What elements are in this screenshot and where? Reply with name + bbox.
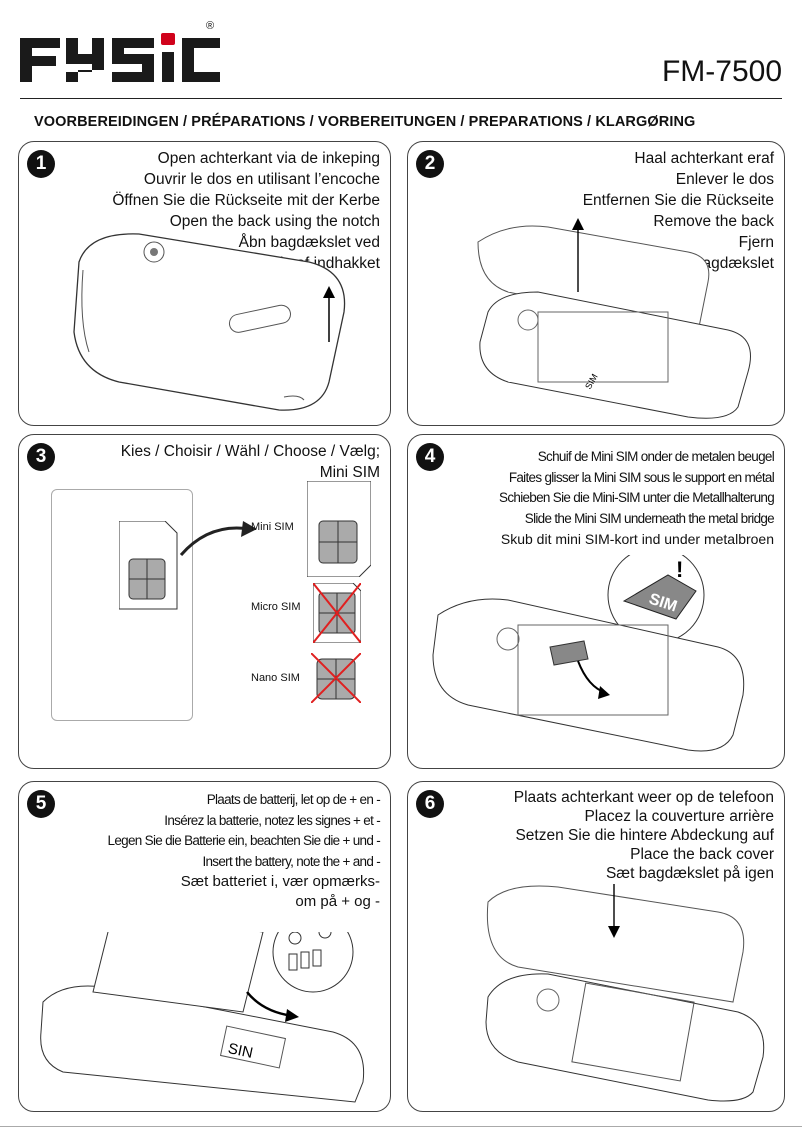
step-3-panel: 3 Kies / Choisir / Wähl / Choose / Vælg;… [18, 434, 391, 769]
replace-cover-illustration [485, 884, 765, 1102]
instruction-line: Placez la couverture arrière [584, 808, 774, 825]
svg-text:!: ! [676, 557, 683, 582]
remove-cover-illustration: SIM [477, 218, 751, 419]
step-1-panel: 1 Open achterkant via de inkeping Ouvrir… [18, 141, 391, 426]
insert-battery-illustration: SIN [40, 932, 365, 1103]
page-footer-rule [0, 1126, 802, 1127]
instruction-line: Entfernen Sie die Rückseite [582, 192, 774, 209]
instruction-line: Ouvrir le dos en utilisant l’encoche [143, 171, 380, 188]
instruction-line: bagdækslet [693, 255, 774, 272]
instruction-line: Remove the back [653, 213, 774, 230]
phone-back-illustration [73, 233, 346, 411]
sim-card-in-tray [119, 521, 178, 610]
instruction-line: Kies / Choisir / Wähl / Choose / Vælg; [120, 443, 380, 460]
nano-sim-card [311, 653, 361, 703]
instruction-line: Slide the Mini SIM underneath the metal … [524, 510, 775, 526]
instruction-line: Fjern [738, 234, 774, 251]
step-6-panel: 6 Plaats achterkant weer op de telefoon … [407, 781, 785, 1112]
insertion-arrow [179, 521, 257, 556]
step-5-danish: Sæt batteriet i, vær opmærks- om på + og… [181, 872, 380, 912]
micro-sim-card [313, 583, 361, 643]
step-number-badge: 2 [416, 150, 444, 178]
instruction-line: Öffnen Sie die Rückseite mit der Kerbe [112, 192, 380, 209]
step-number-badge: 4 [416, 443, 444, 471]
instruction-line: Open achterkant via de inkeping [157, 150, 380, 167]
instruction-line: Sæt batteriet i, vær opmærks- [180, 873, 380, 890]
micro-sim-label: Micro SIM [251, 601, 301, 613]
step-1-instructions: Open achterkant via de inkeping Ouvrir l… [112, 148, 380, 274]
insert-sim-illustration: SIM ! [432, 555, 745, 752]
instruction-line: Plaats de batterij, let op de + en - [206, 792, 381, 807]
fysic-logo [20, 33, 220, 82]
header-divider [20, 98, 782, 99]
instruction-line: Enlever le dos [675, 171, 774, 188]
step-number-badge: 6 [416, 790, 444, 818]
instruction-line: Mini SIM [319, 464, 380, 481]
instruction-line: Legen Sie die Batterie ein, beachten Sie… [107, 833, 381, 848]
model-number: FM-7500 [661, 55, 782, 88]
step-6-instructions: Plaats achterkant weer op de telefoon Pl… [514, 788, 774, 883]
registered-mark: ® [206, 20, 215, 32]
step-5-instructions: Plaats de batterij, let op de + en - Ins… [107, 790, 381, 910]
instruction-line: Open the back using the notch [169, 213, 380, 230]
step-5-panel: 5 Plaats de batterij, let op de + en - I… [18, 781, 391, 1112]
instruction-line: Skub dit mini SIM-kort ind under metalbr… [500, 531, 774, 547]
instruction-line: Sæt bagdækslet på igen [605, 865, 774, 882]
nano-sim-label: Nano SIM [251, 672, 300, 684]
step-number-badge: 1 [27, 150, 55, 178]
instruction-line: Setzen Sie die hintere Abdeckung auf [515, 827, 774, 844]
step-2-instructions: Haal achterkant eraf Enlever le dos Entf… [583, 148, 774, 274]
instruction-line: Haal achterkant eraf [634, 150, 774, 167]
sim-tray-card [51, 489, 193, 721]
instruction-line: Insert the battery, note the + and - [202, 853, 380, 869]
instruction-line: Faites glisser la Mini SIM sous le suppo… [508, 469, 775, 485]
instruction-line: Plaats achterkant weer op de telefoon [513, 789, 774, 806]
instruction-line: om på + og - [295, 893, 380, 910]
step-4-instructions: Schuif de Mini SIM onder de metalen beug… [499, 447, 775, 550]
svg-text:SIN: SIN [226, 1040, 254, 1062]
instruction-line: Åbn bagdækslet ved [238, 234, 380, 251]
mini-sim-label: Mini SIM [251, 521, 294, 533]
instruction-line: Schieben Sie die Mini-SIM unter die Meta… [499, 490, 775, 505]
step-3-instructions: Kies / Choisir / Wähl / Choose / Vælg; M… [121, 441, 380, 483]
section-title: VOORBEREIDINGEN / PRÉPARATIONS / VORBERE… [34, 114, 696, 130]
instruction-line: Place the back cover [630, 846, 774, 863]
mini-sim-card [307, 481, 371, 577]
step-4-panel: 4 Schuif de Mini SIM onder de metalen be… [407, 434, 785, 769]
instruction-line: Schuif de Mini SIM onder de metalen beug… [537, 449, 775, 464]
step-number-badge: 5 [27, 790, 55, 818]
step-number-badge: 3 [27, 443, 55, 471]
instruction-line: Insérez la batterie, notez les signes + … [164, 812, 380, 828]
step-2-panel: 2 Haal achterkant eraf Enlever le dos En… [407, 141, 785, 426]
